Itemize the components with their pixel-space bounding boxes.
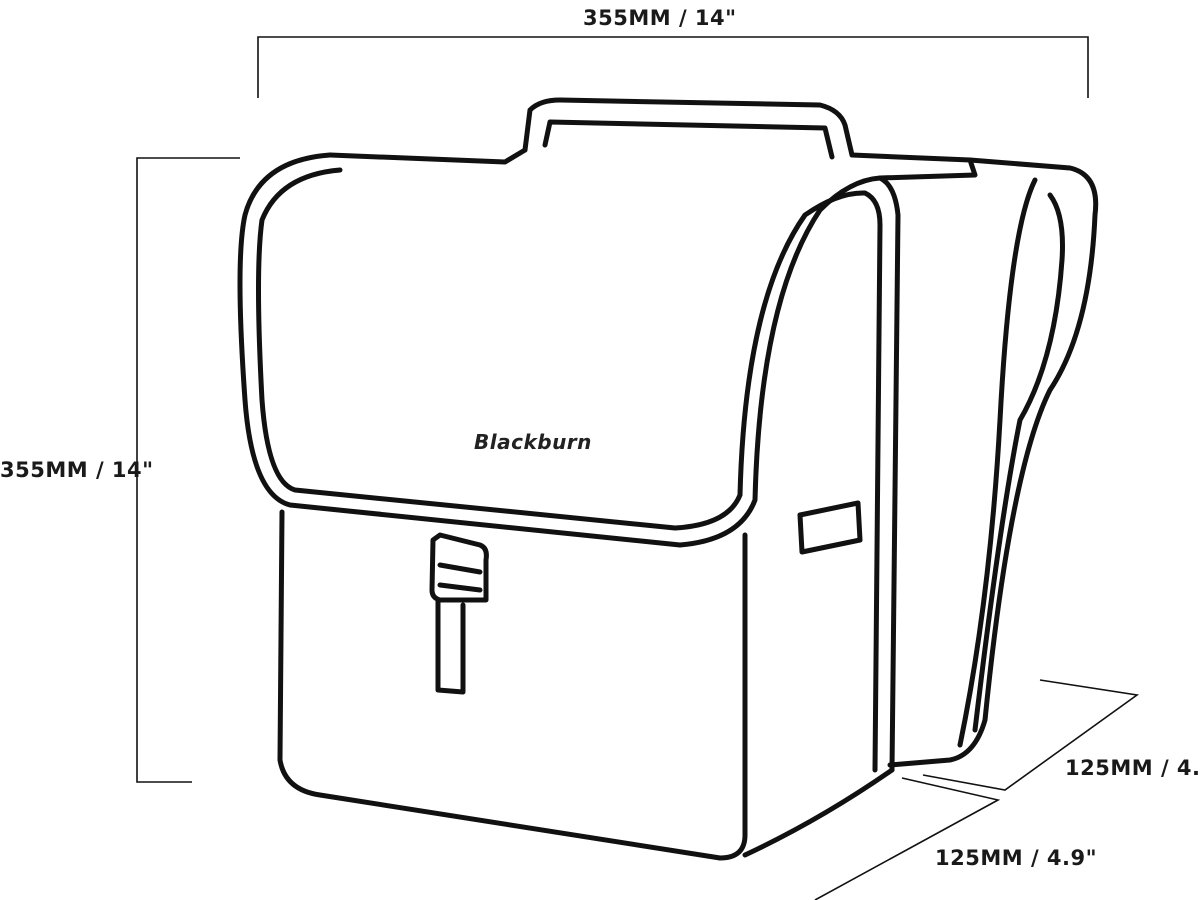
depth-back-label: 125MM / 4.9"	[1065, 756, 1200, 780]
dimension-lines	[136, 36, 1140, 900]
depth-front-label: 125MM / 4.9"	[935, 846, 1098, 870]
depth-front-dimension-line	[814, 777, 1001, 900]
depth-back-dimension-line	[922, 679, 1140, 791]
back-panel-edge	[957, 177, 1038, 748]
back-panel-inner	[972, 192, 1065, 733]
strap	[435, 597, 466, 695]
back-panel	[887, 157, 1099, 768]
front-body	[277, 509, 748, 861]
brand-logo: Blackburn	[474, 430, 592, 454]
buckle	[429, 532, 489, 603]
side-body-bottom	[742, 767, 895, 858]
bag-top	[327, 147, 528, 165]
handle	[522, 97, 978, 181]
flap-inner	[256, 167, 883, 773]
side-patch	[797, 500, 863, 555]
width-label: 355MM / 14"	[583, 6, 737, 30]
height-dimension-line	[136, 157, 240, 783]
width-dimension-line	[257, 36, 1089, 98]
flap-outer	[237, 152, 901, 773]
height-label: 355MM / 14"	[0, 458, 154, 482]
